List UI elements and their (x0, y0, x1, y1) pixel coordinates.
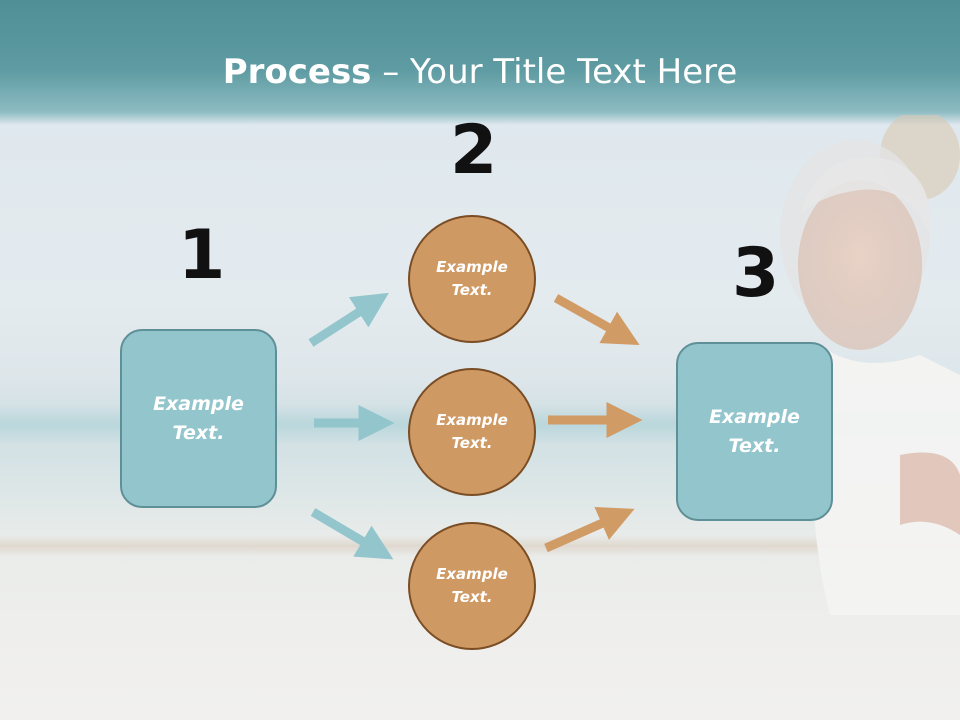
arrow-teal-up (308, 292, 389, 347)
step-number-2: 2 (450, 111, 498, 190)
arrow-teal-down (310, 508, 394, 560)
step-1-box: Example Text. (120, 329, 277, 508)
circle-top-label: Example Text. (436, 258, 508, 299)
step-number-3: 3 (732, 234, 780, 313)
step-2-circle-top: Example Text. (408, 215, 536, 343)
step-number-1: 1 (178, 216, 226, 295)
arrow-orange-down (553, 294, 640, 346)
step-2-circle-bottom: Example Text. (408, 522, 536, 650)
step-1-label: Example Text. (153, 392, 244, 444)
page-title: Process – Your Title Text Here (0, 52, 960, 92)
title-bold: Process (222, 52, 372, 92)
step-3-box: Example Text. (676, 342, 833, 521)
step-3-label: Example Text. (709, 405, 800, 457)
circle-middle-label: Example Text. (436, 411, 508, 452)
person-photo-image (780, 115, 960, 615)
arrow-orange-up (544, 506, 635, 553)
title-rest: – Your Title Text Here (371, 52, 738, 92)
step-2-circle-middle: Example Text. (408, 368, 536, 496)
circle-bottom-label: Example Text. (436, 565, 508, 606)
